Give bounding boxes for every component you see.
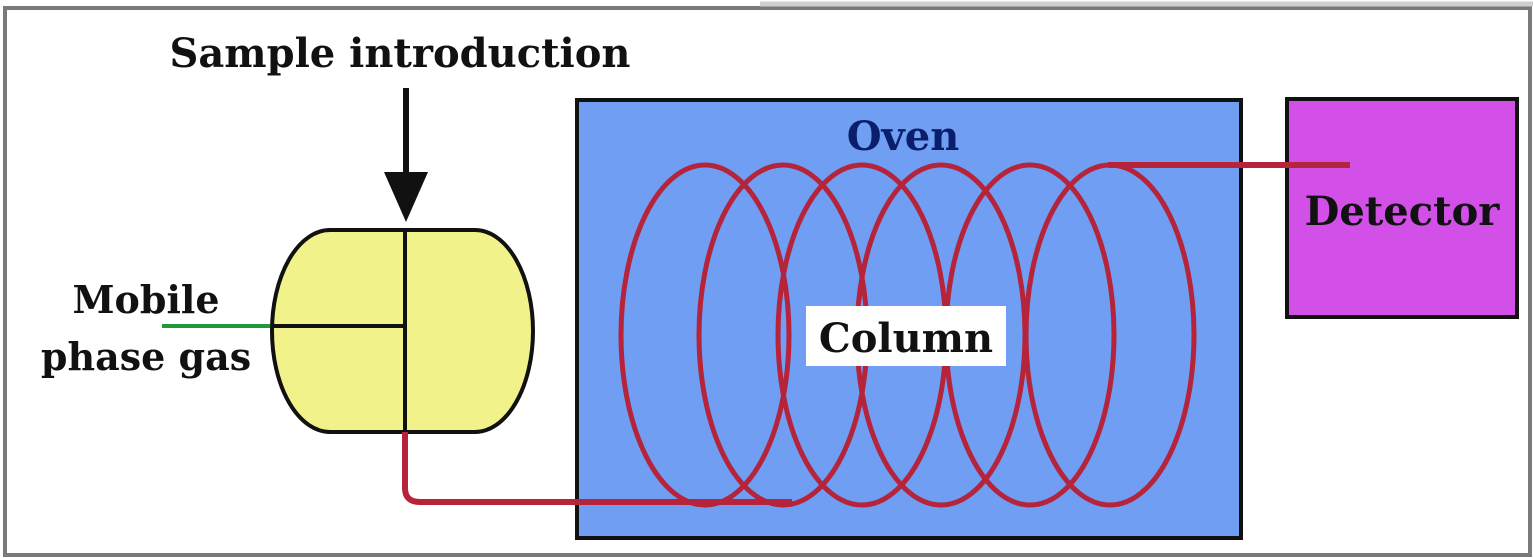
detector-label: Detector [1305,188,1501,235]
oven-label: Oven [847,113,960,160]
column-label: Column [819,315,993,362]
sample-introduction-label: Sample introduction [169,30,630,77]
injector-port [270,228,535,434]
mobile-phase-gas-label-line1: Mobile [72,277,219,322]
detector-box [1285,97,1519,319]
column-inlet-tubing [402,432,792,505]
sample-introduction-arrowhead [384,172,428,222]
mobile-phase-gas-label-line2: phase gas [41,334,251,379]
column-coil [618,162,792,508]
column-label-box [806,306,1006,366]
